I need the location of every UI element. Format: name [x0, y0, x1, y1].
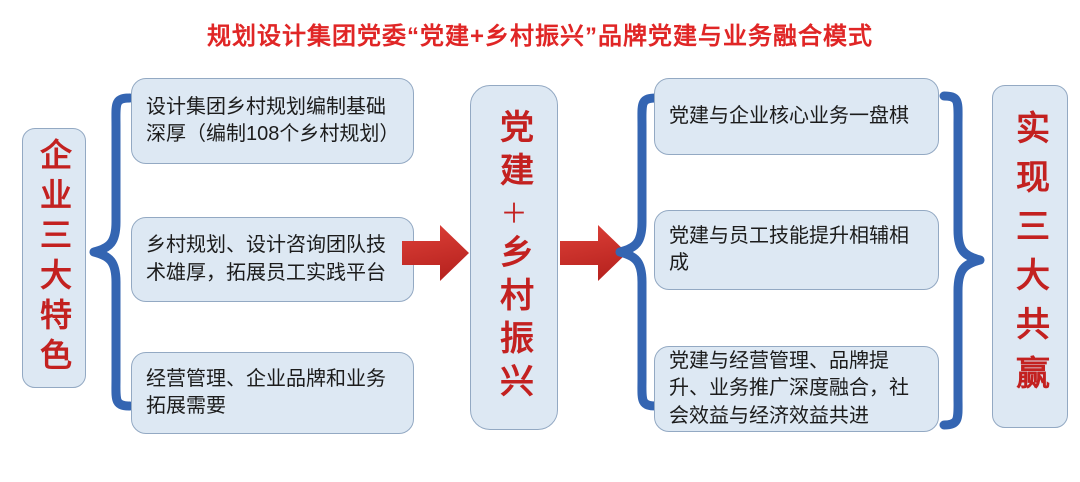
right-item-2: 党建与员工技能提升相辅相成 — [654, 210, 939, 290]
left-item-2-text: 乡村规划、设计咨询团队技术雄厚，拓展员工实践平台 — [146, 234, 386, 284]
right-item-2-text: 党建与员工技能提升相辅相成 — [669, 224, 909, 274]
left-brace-icon — [89, 93, 134, 411]
middle-brace-icon — [615, 93, 660, 411]
center-label-box: 党建 ＋ 乡村振兴 — [470, 85, 558, 430]
right-item-3: 党建与经营管理、品牌提升、业务推广深度融合，社会效益与经济效益共进 — [654, 346, 939, 432]
right-item-3-text: 党建与经营管理、品牌提升、业务推广深度融合，社会效益与经济效益共进 — [669, 350, 909, 427]
right-label-text: 实现三大共赢 — [1010, 109, 1049, 404]
right-arrow-icon — [402, 225, 469, 281]
closing-brace-icon — [939, 91, 985, 430]
right-item-1: 党建与企业核心业务一盘棋 — [654, 78, 939, 155]
page-title: 规划设计集团党委“党建+乡村振兴”品牌党建与业务融合模式 — [206, 23, 873, 50]
center-label-bottom: 乡村振兴 — [494, 234, 533, 406]
left-item-2: 乡村规划、设计咨询团队技术雄厚，拓展员工实践平台 — [131, 217, 414, 302]
left-label-text: 企业三大特色 — [36, 138, 72, 378]
plus-icon: ＋ — [500, 199, 528, 229]
left-item-3: 经营管理、企业品牌和业务拓展需要 — [131, 352, 414, 434]
left-item-1-text: 设计集团乡村规划编制基础深厚（编制108个乡村规划） — [146, 95, 400, 145]
center-label-top: 党建 — [494, 109, 533, 195]
right-item-1-text: 党建与企业核心业务一盘棋 — [669, 104, 909, 127]
left-label-box: 企业三大特色 — [22, 128, 86, 388]
left-item-3-text: 经营管理、企业品牌和业务拓展需要 — [146, 367, 386, 417]
right-arrow-icon — [560, 225, 627, 281]
left-item-1: 设计集团乡村规划编制基础深厚（编制108个乡村规划） — [131, 78, 414, 164]
right-label-box: 实现三大共赢 — [992, 85, 1068, 428]
